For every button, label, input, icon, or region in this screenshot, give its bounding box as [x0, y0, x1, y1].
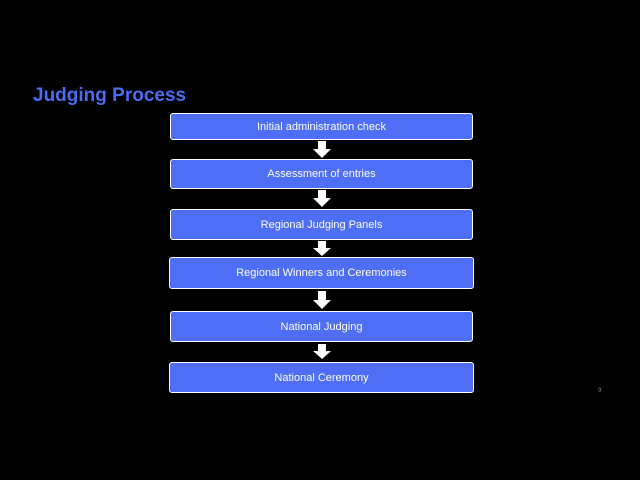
page-number: 9	[598, 388, 602, 394]
down-arrow-icon	[313, 141, 331, 158]
step-box-regional-judging-panels: Regional Judging Panels	[170, 209, 473, 240]
slide-title: Judging Process	[33, 85, 187, 106]
step-box-assessment-of-entries: Assessment of entries	[170, 159, 473, 189]
down-arrow-icon	[313, 241, 331, 256]
down-arrow-icon	[313, 190, 331, 207]
down-arrow-icon	[313, 344, 331, 359]
step-box-regional-winners-and-ceremonies: Regional Winners and Ceremonies	[169, 257, 474, 289]
step-box-national-judging: National Judging	[170, 311, 473, 342]
down-arrow-icon	[313, 291, 331, 309]
step-box-national-ceremony: National Ceremony	[169, 362, 474, 393]
step-box-initial-administration-check: Initial administration check	[170, 113, 473, 140]
